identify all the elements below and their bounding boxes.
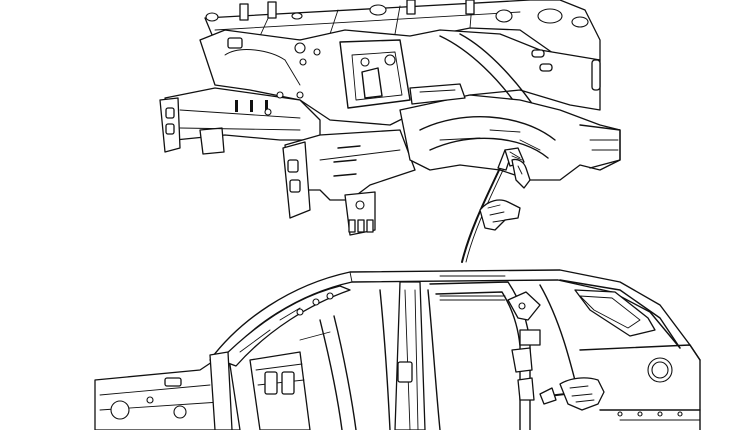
hand-front [479, 158, 531, 231]
side-structure-panel [94, 269, 701, 430]
rear-quarter-panel [579, 344, 701, 430]
rear-door-opening [429, 281, 541, 430]
apron-bracket [409, 83, 466, 105]
b-pillar [379, 281, 441, 430]
a-pillar [219, 285, 351, 367]
front-side-structure [94, 315, 357, 430]
left-frame-rail [159, 87, 321, 155]
front-structure-panel [159, 0, 621, 236]
c-pillar [539, 279, 681, 401]
upper-crossmember [204, 0, 601, 61]
right-frame-rail [282, 129, 416, 236]
fender-apron [399, 94, 621, 181]
dash-panel [199, 29, 601, 126]
hand-rear [559, 377, 605, 411]
